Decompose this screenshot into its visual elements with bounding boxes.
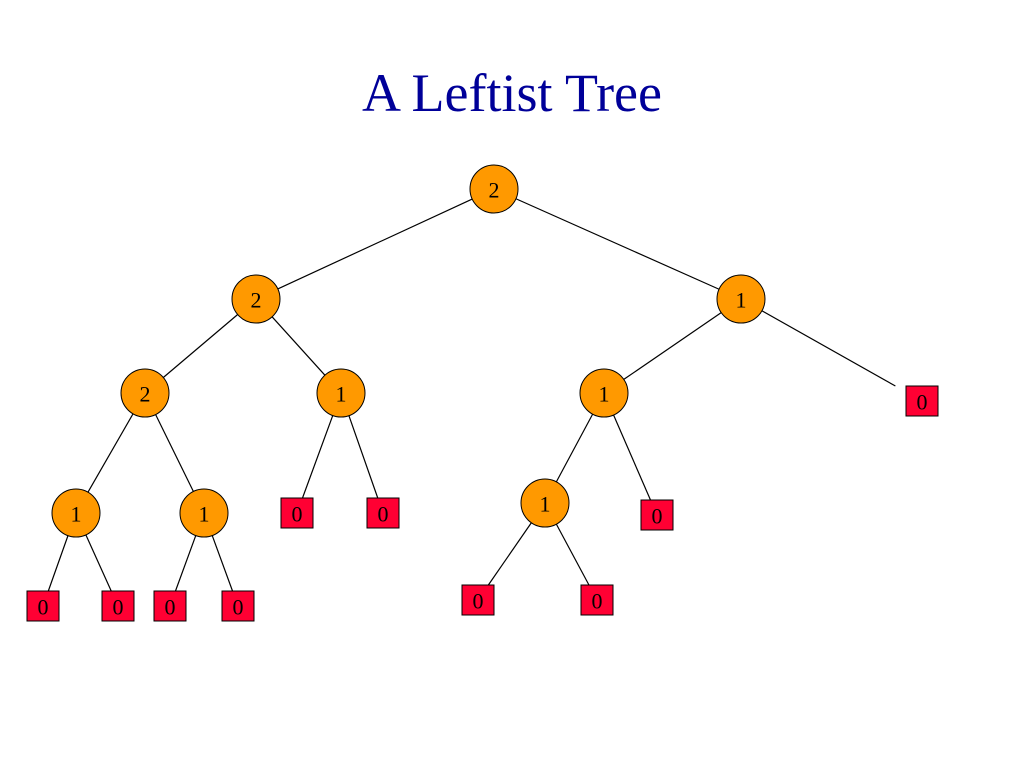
node-label: 2	[251, 288, 262, 313]
external-node: 0	[905, 385, 939, 417]
external-node: 0	[366, 497, 400, 529]
external-node-box	[905, 385, 939, 417]
tree-edge	[761, 310, 896, 387]
node-label: 0	[378, 502, 389, 527]
node-label: 2	[489, 178, 500, 203]
internal-node: 2	[120, 368, 170, 418]
tree-edge	[211, 535, 234, 592]
node-label: 2	[140, 382, 151, 407]
tree-edge	[47, 535, 69, 592]
node-label: 0	[592, 589, 603, 614]
node-label: 0	[113, 595, 124, 620]
internal-node: 1	[579, 368, 629, 418]
tree-edge	[348, 415, 379, 499]
external-node-box	[280, 497, 314, 529]
internal-node-circle	[520, 478, 570, 528]
tree-edge	[555, 413, 594, 483]
tree-edge	[623, 312, 722, 380]
slide-title: A Leftist Tree	[361, 63, 662, 123]
node-label: 0	[652, 504, 663, 529]
external-node-box	[26, 590, 60, 622]
internal-node-circle	[179, 488, 229, 538]
tree-edge	[555, 523, 590, 586]
external-node: 0	[101, 590, 135, 622]
internal-node-circle	[231, 274, 281, 324]
node-label: 0	[917, 390, 928, 415]
tree-edge	[277, 198, 473, 290]
external-node: 0	[26, 590, 60, 622]
tree-edge	[85, 534, 112, 592]
node-label: 0	[473, 589, 484, 614]
external-node: 0	[153, 590, 187, 622]
internal-node: 2	[231, 274, 281, 324]
external-node-box	[366, 497, 400, 529]
tree-edges	[47, 198, 896, 592]
tree-edge	[155, 414, 194, 492]
tree-nodes: 2 2 1 2 1 1 0 1 1 0 0 1 0 0 0 0 0 0 0	[26, 164, 939, 622]
external-node-box	[461, 584, 495, 616]
internal-node: 2	[469, 164, 519, 214]
tree-edge	[487, 522, 532, 586]
external-node-box	[580, 584, 614, 616]
node-label: 1	[336, 382, 347, 407]
node-label: 0	[233, 595, 244, 620]
external-node-box	[101, 590, 135, 622]
internal-node: 1	[51, 488, 101, 538]
node-label: 1	[599, 382, 610, 407]
external-node: 0	[580, 584, 614, 616]
internal-node: 1	[179, 488, 229, 538]
node-label: 1	[736, 288, 747, 313]
external-node: 0	[461, 584, 495, 616]
external-node: 0	[221, 590, 255, 622]
internal-node: 1	[316, 368, 366, 418]
tree-edge	[515, 198, 720, 290]
tree-edge	[301, 415, 334, 499]
tree-edge	[613, 414, 652, 501]
internal-node-circle	[716, 274, 766, 324]
node-label: 1	[71, 502, 82, 527]
external-node: 0	[280, 497, 314, 529]
tree-edge	[271, 316, 326, 376]
node-label: 1	[540, 492, 551, 517]
external-node-box	[153, 590, 187, 622]
node-label: 0	[292, 502, 303, 527]
internal-node-circle	[316, 368, 366, 418]
internal-node-circle	[579, 368, 629, 418]
node-label: 0	[165, 595, 176, 620]
external-node-box	[221, 590, 255, 622]
node-label: 0	[38, 595, 49, 620]
external-node: 0	[640, 499, 674, 531]
tree-edge	[87, 413, 134, 493]
external-node-box	[640, 499, 674, 531]
tree-edge	[162, 314, 239, 378]
internal-node-circle	[51, 488, 101, 538]
internal-node: 1	[520, 478, 570, 528]
node-label: 1	[199, 502, 210, 527]
internal-node: 1	[716, 274, 766, 324]
internal-node-circle	[469, 164, 519, 214]
tree-edge	[174, 535, 197, 592]
internal-node-circle	[120, 368, 170, 418]
